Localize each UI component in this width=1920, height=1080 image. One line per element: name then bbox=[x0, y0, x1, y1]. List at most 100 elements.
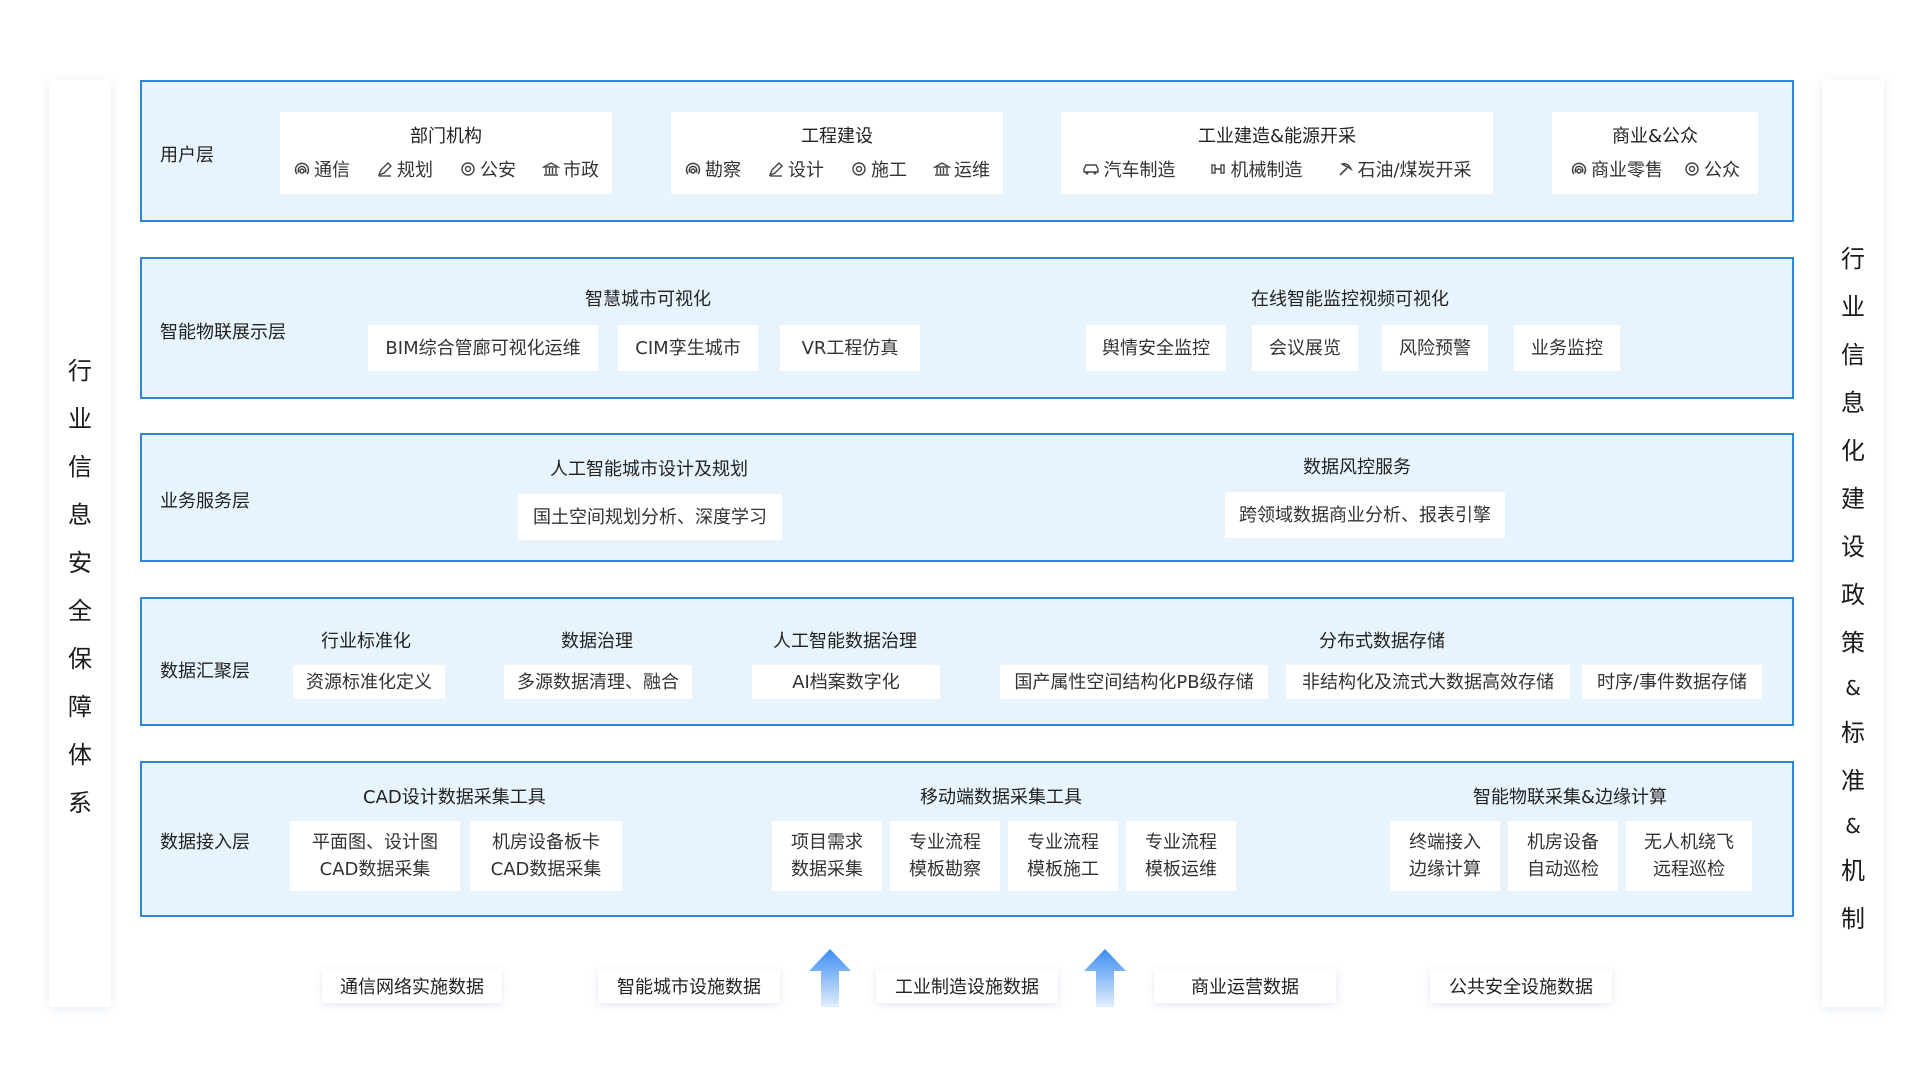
tag-label: 商业零售 bbox=[1591, 160, 1663, 181]
user-tag: 运维 bbox=[933, 156, 990, 182]
signal-icon bbox=[684, 160, 702, 178]
layer-label: 用户层 bbox=[160, 145, 214, 166]
layer-label: 智能物联展示层 bbox=[160, 322, 286, 343]
group-title: 智能物联采集&边缘计算 bbox=[1473, 787, 1668, 808]
group-title: 在线智能监控视频可视化 bbox=[1251, 289, 1449, 310]
left-pillar-char: 保 bbox=[68, 645, 92, 673]
user-tag: 设计 bbox=[767, 156, 824, 182]
tag-label: 设计 bbox=[788, 160, 824, 181]
access-item-line: 平面图、设计图 bbox=[312, 832, 438, 853]
right-pillar-char: 业 bbox=[1841, 293, 1865, 321]
access-item-line: 边缘计算 bbox=[1409, 859, 1481, 880]
display-item: VR工程仿真 bbox=[780, 325, 920, 371]
user-group-engineering: 工程建设 勘察 设计 施工 运维 bbox=[671, 112, 1003, 194]
layer-label: 数据汇聚层 bbox=[160, 661, 250, 682]
right-pillar-char: 准 bbox=[1841, 767, 1865, 795]
left-pillar-char: 障 bbox=[68, 693, 92, 721]
right-pillar-char: 息 bbox=[1841, 389, 1865, 417]
tag-label: 市政 bbox=[563, 160, 599, 181]
group-title: 人工智能城市设计及规划 bbox=[550, 459, 748, 480]
tag-label: 公安 bbox=[480, 160, 516, 181]
user-layer: 用户层 部门机构 通信 规划 公安 市政 工程建设 勘察 设计 施工 运维 工业… bbox=[140, 80, 1794, 222]
group-title: 分布式数据存储 bbox=[1319, 631, 1445, 652]
data-access-layer: 数据接入层 CAD设计数据采集工具 平面图、设计图 CAD数据采集 机房设备板卡… bbox=[140, 761, 1794, 917]
right-pillar-char: 化 bbox=[1841, 437, 1865, 465]
right-pillar-char: 制 bbox=[1841, 905, 1865, 933]
access-item-line: 项目需求 bbox=[791, 832, 863, 853]
business-item: 跨领域数据商业分析、报表引擎 bbox=[1225, 492, 1505, 538]
access-item: 专业流程 模板勘察 bbox=[890, 821, 1000, 891]
user-tag: 公众 bbox=[1683, 156, 1740, 182]
dumbbell-icon bbox=[1209, 160, 1227, 178]
display-item: CIM孪生城市 bbox=[618, 325, 758, 371]
right-pillar-char: 政 bbox=[1841, 581, 1865, 609]
access-item-line: CAD数据采集 bbox=[319, 859, 431, 880]
display-item: 舆情安全监控 bbox=[1086, 325, 1226, 371]
access-item-line: 专业流程 bbox=[1145, 832, 1217, 853]
layer-label: 业务服务层 bbox=[160, 491, 250, 512]
user-group-business-public: 商业&公众 商业零售 公众 bbox=[1552, 112, 1758, 194]
pickaxe-icon bbox=[1336, 160, 1354, 178]
access-item-line: 专业流程 bbox=[909, 832, 981, 853]
access-item: 终端接入 边缘计算 bbox=[1390, 821, 1500, 891]
display-item: 会议展览 bbox=[1252, 325, 1358, 371]
left-pillar-char: 安 bbox=[68, 549, 92, 577]
group-title: 数据治理 bbox=[561, 631, 633, 652]
left-pillar-char: 信 bbox=[68, 453, 92, 481]
data-source-business-ops: 商业运营数据 bbox=[1154, 969, 1336, 1003]
group-title: 数据风控服务 bbox=[1303, 457, 1411, 478]
user-tag: 市政 bbox=[542, 156, 599, 182]
tag-label: 施工 bbox=[871, 160, 907, 181]
user-tag: 汽车制造 bbox=[1082, 156, 1175, 182]
pen-icon bbox=[376, 160, 394, 178]
target-icon bbox=[1683, 160, 1701, 178]
tag-label: 通信 bbox=[314, 160, 350, 181]
user-tag: 勘察 bbox=[684, 156, 741, 182]
aggregation-item: 资源标准化定义 bbox=[293, 665, 445, 699]
right-pillar-char: & bbox=[1845, 676, 1861, 700]
group-title: 商业&公众 bbox=[1611, 126, 1699, 147]
group-title: 智慧城市可视化 bbox=[585, 289, 711, 310]
layer-label: 数据接入层 bbox=[160, 832, 250, 853]
display-item: 风险预警 bbox=[1382, 325, 1488, 371]
tag-label: 规划 bbox=[397, 160, 433, 181]
right-pillar-char: 机 bbox=[1841, 857, 1865, 885]
iot-display-layer: 智能物联展示层 智慧城市可视化 BIM综合管廊可视化运维 CIM孪生城市 VR工… bbox=[140, 257, 1794, 399]
access-item-line: 数据采集 bbox=[791, 859, 863, 880]
access-item: 机房设备 自动巡检 bbox=[1508, 821, 1618, 891]
left-pillar-char: 体 bbox=[68, 741, 92, 769]
access-item-line: 机房设备 bbox=[1527, 832, 1599, 853]
data-aggregation-layer: 数据汇聚层 行业标准化 资源标准化定义 数据治理 多源数据清理、融合 人工智能数… bbox=[140, 597, 1794, 726]
user-tag: 规划 bbox=[376, 156, 433, 182]
group-title: 部门机构 bbox=[410, 126, 482, 147]
aggregation-item: 国产属性空间结构化PB级存储 bbox=[1000, 665, 1268, 699]
business-item: 国土空间规划分析、深度学习 bbox=[518, 494, 782, 540]
signal-icon bbox=[1570, 160, 1588, 178]
right-pillar-char: & bbox=[1845, 814, 1861, 838]
access-item-line: 模板勘察 bbox=[909, 859, 981, 880]
user-group-industry-energy: 工业建造&能源开采 汽车制造 机械制造 石油/煤炭开采 bbox=[1061, 112, 1493, 194]
up-arrow-icon bbox=[1084, 949, 1126, 1007]
tag-label: 汽车制造 bbox=[1103, 160, 1176, 181]
access-item-line: 远程巡检 bbox=[1653, 859, 1725, 880]
building-icon bbox=[542, 160, 560, 178]
user-tag: 商业零售 bbox=[1570, 156, 1663, 182]
access-item-line: 模板施工 bbox=[1027, 859, 1099, 880]
data-source-telecom: 通信网络实施数据 bbox=[322, 969, 502, 1003]
user-tag: 石油/煤炭开采 bbox=[1336, 156, 1472, 182]
user-tag: 通信 bbox=[293, 156, 350, 182]
data-source-public-safety: 公共安全设施数据 bbox=[1430, 969, 1612, 1003]
display-item: 业务监控 bbox=[1514, 325, 1620, 371]
car-icon bbox=[1082, 160, 1100, 178]
right-pillar-char: 行 bbox=[1841, 245, 1865, 273]
access-item: 平面图、设计图 CAD数据采集 bbox=[290, 821, 460, 891]
left-pillar-char: 业 bbox=[68, 405, 92, 433]
business-service-layer: 业务服务层 人工智能城市设计及规划 国土空间规划分析、深度学习 数据风控服务 跨… bbox=[140, 433, 1794, 562]
tag-label: 运维 bbox=[954, 160, 990, 181]
data-source-industrial: 工业制造设施数据 bbox=[876, 969, 1058, 1003]
left-pillar-char: 全 bbox=[68, 597, 92, 625]
right-pillar-policy-standards: 行 业 信 息 化 建 设 政 策 & 标 准 & 机 制 bbox=[1822, 79, 1884, 1007]
tag-label: 机械制造 bbox=[1230, 160, 1303, 181]
access-item: 项目需求 数据采集 bbox=[772, 821, 882, 891]
